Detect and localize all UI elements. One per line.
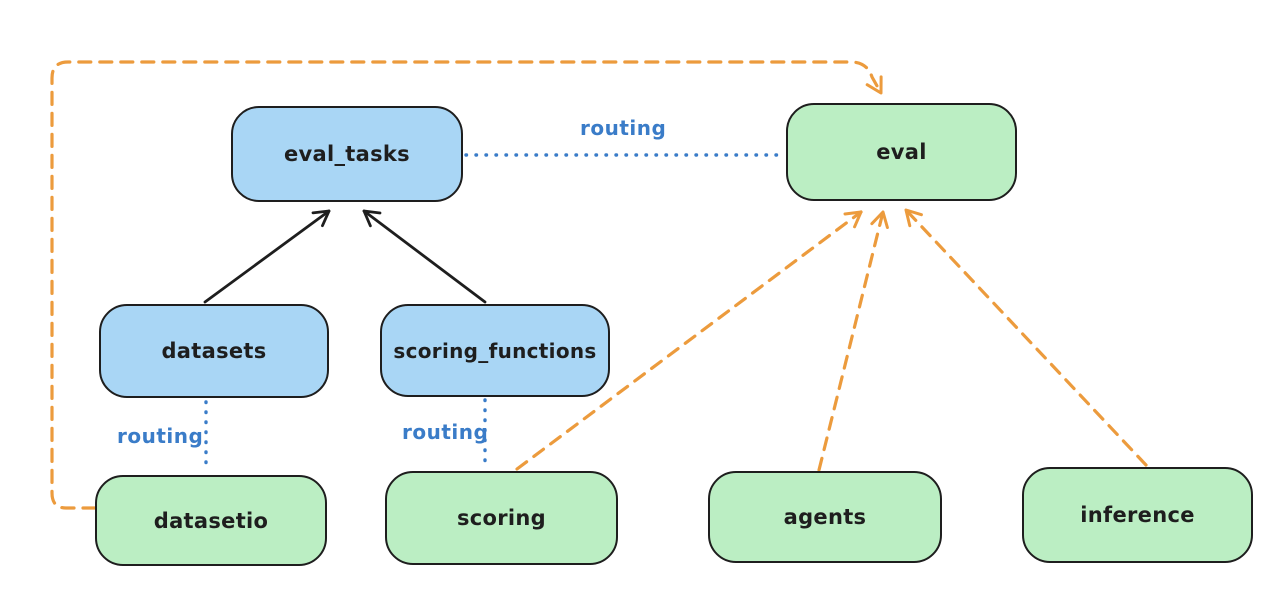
edge-label-routing-datasets: routing: [117, 424, 204, 448]
node-eval-label: eval: [876, 140, 927, 164]
edge-agents-to-eval: [817, 210, 889, 472]
node-agents: agents: [708, 471, 942, 563]
node-agents-label: agents: [783, 505, 867, 529]
node-eval: eval: [786, 103, 1017, 201]
node-datasets: datasets: [99, 304, 329, 398]
edge-datasets-to-eval_tasks: [203, 209, 331, 304]
node-scoring-functions-label: scoring_functions: [393, 338, 597, 363]
node-datasets-label: datasets: [161, 339, 267, 363]
node-scoring-functions: scoring_functions: [380, 304, 610, 397]
node-scoring: scoring: [385, 471, 618, 565]
edge-datasetio-to-eval: [50, 60, 883, 510]
node-datasetio: datasetio: [95, 475, 327, 566]
node-scoring-label: scoring: [456, 506, 546, 530]
edge-scoring-to-eval: [515, 210, 863, 471]
node-datasetio-label: datasetio: [153, 508, 269, 533]
edge-label-routing-scoring: routing: [402, 420, 489, 444]
edge-label-routing-top: routing: [580, 116, 667, 140]
edge-inference-to-eval: [904, 208, 1148, 467]
node-eval-tasks: eval_tasks: [231, 106, 463, 202]
node-inference-label: inference: [1080, 503, 1195, 527]
node-eval-tasks-label: eval_tasks: [284, 142, 410, 166]
node-inference: inference: [1022, 467, 1253, 563]
edge-scoring_functions-to-eval_tasks: [362, 209, 487, 304]
